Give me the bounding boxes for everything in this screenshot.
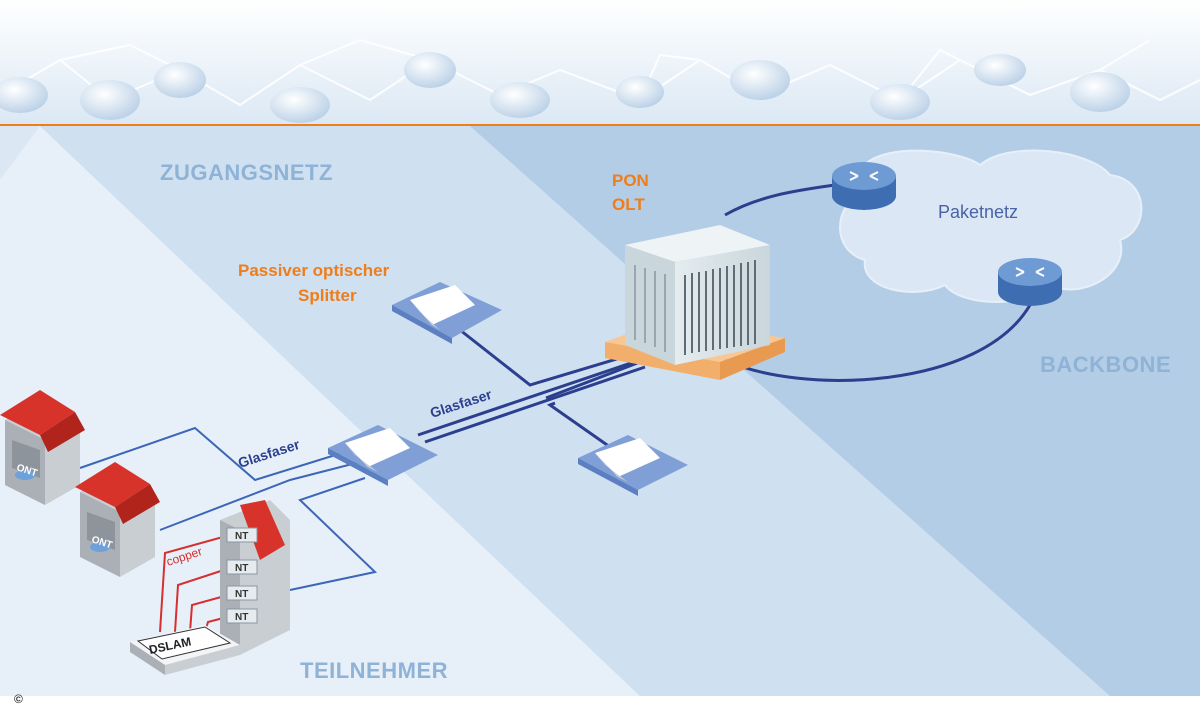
zone-label-backbone: BACKBONE [1040,352,1171,377]
house-1 [0,390,85,505]
nt-label-3: NT [235,589,248,600]
cloud-label: Paketnetz [938,202,1018,222]
fiber-trunks [417,328,646,449]
splitter-label-line2: Splitter [298,286,357,305]
header-band [0,0,1200,126]
zone-label-access: ZUGANGSNETZ [160,160,333,185]
olt-label-line2: OLT [612,195,645,214]
building-nt [220,500,290,655]
splitter-middle [328,425,438,486]
nt-label-1: NT [235,531,248,542]
packet-network-cloud [839,149,1143,303]
zone-label-subscriber: TEILNEHMER [300,658,448,683]
dslam-device [130,625,240,675]
copyright-mark: © [14,692,23,706]
splitter-label-line1: Passiver optischer [238,261,390,280]
olt-device [605,225,785,380]
splitter-top [392,282,502,344]
nt-label-2: NT [235,563,248,574]
olt-label-line1: PON [612,171,649,190]
backbone-ring [724,183,1032,382]
router-bottom [998,258,1062,306]
router-top [832,162,896,210]
house-2 [75,462,160,577]
splitter-bottom [578,435,688,496]
nt-label-4: NT [235,612,248,623]
subscriber-lines [79,426,378,591]
zone-backgrounds [0,126,1200,696]
